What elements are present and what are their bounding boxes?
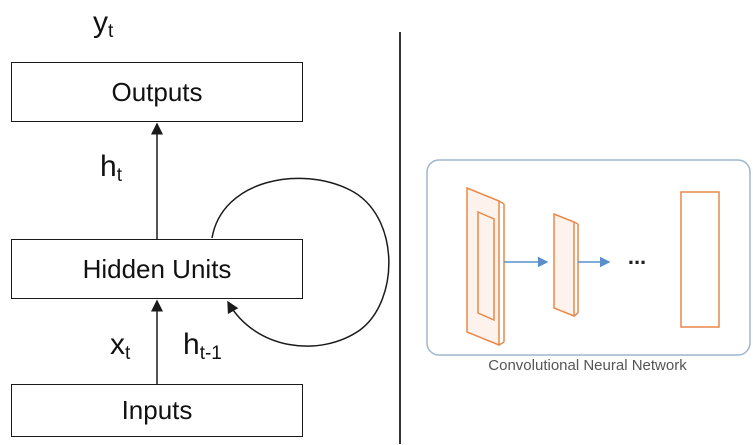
cnn-feature-layer bbox=[553, 212, 579, 318]
panel-divider bbox=[399, 32, 401, 444]
recurrent-loop-arrow bbox=[211, 177, 390, 347]
hidden-units-box: Hidden Units bbox=[11, 239, 303, 299]
outputs-box: Outputs bbox=[11, 62, 303, 122]
inputs-box-label: Inputs bbox=[121, 395, 193, 425]
outputs-box-label: Outputs bbox=[111, 76, 203, 107]
inputs-box: Inputs bbox=[11, 384, 303, 437]
hidden-units-box-label: Hidden Units bbox=[82, 253, 232, 284]
cnn-ellipsis: ... bbox=[628, 244, 646, 269]
output-y-label: yt bbox=[93, 6, 114, 42]
input-x-label: xt bbox=[110, 328, 131, 364]
cnn-input-layer bbox=[466, 186, 505, 347]
cnn-output-layer bbox=[680, 191, 720, 328]
previous-hidden-state-label: ht-1 bbox=[183, 328, 222, 364]
cnn-caption: Convolutional Neural Network bbox=[488, 357, 687, 374]
hidden-state-label: ht bbox=[100, 150, 122, 186]
cnn-frame bbox=[426, 159, 751, 356]
